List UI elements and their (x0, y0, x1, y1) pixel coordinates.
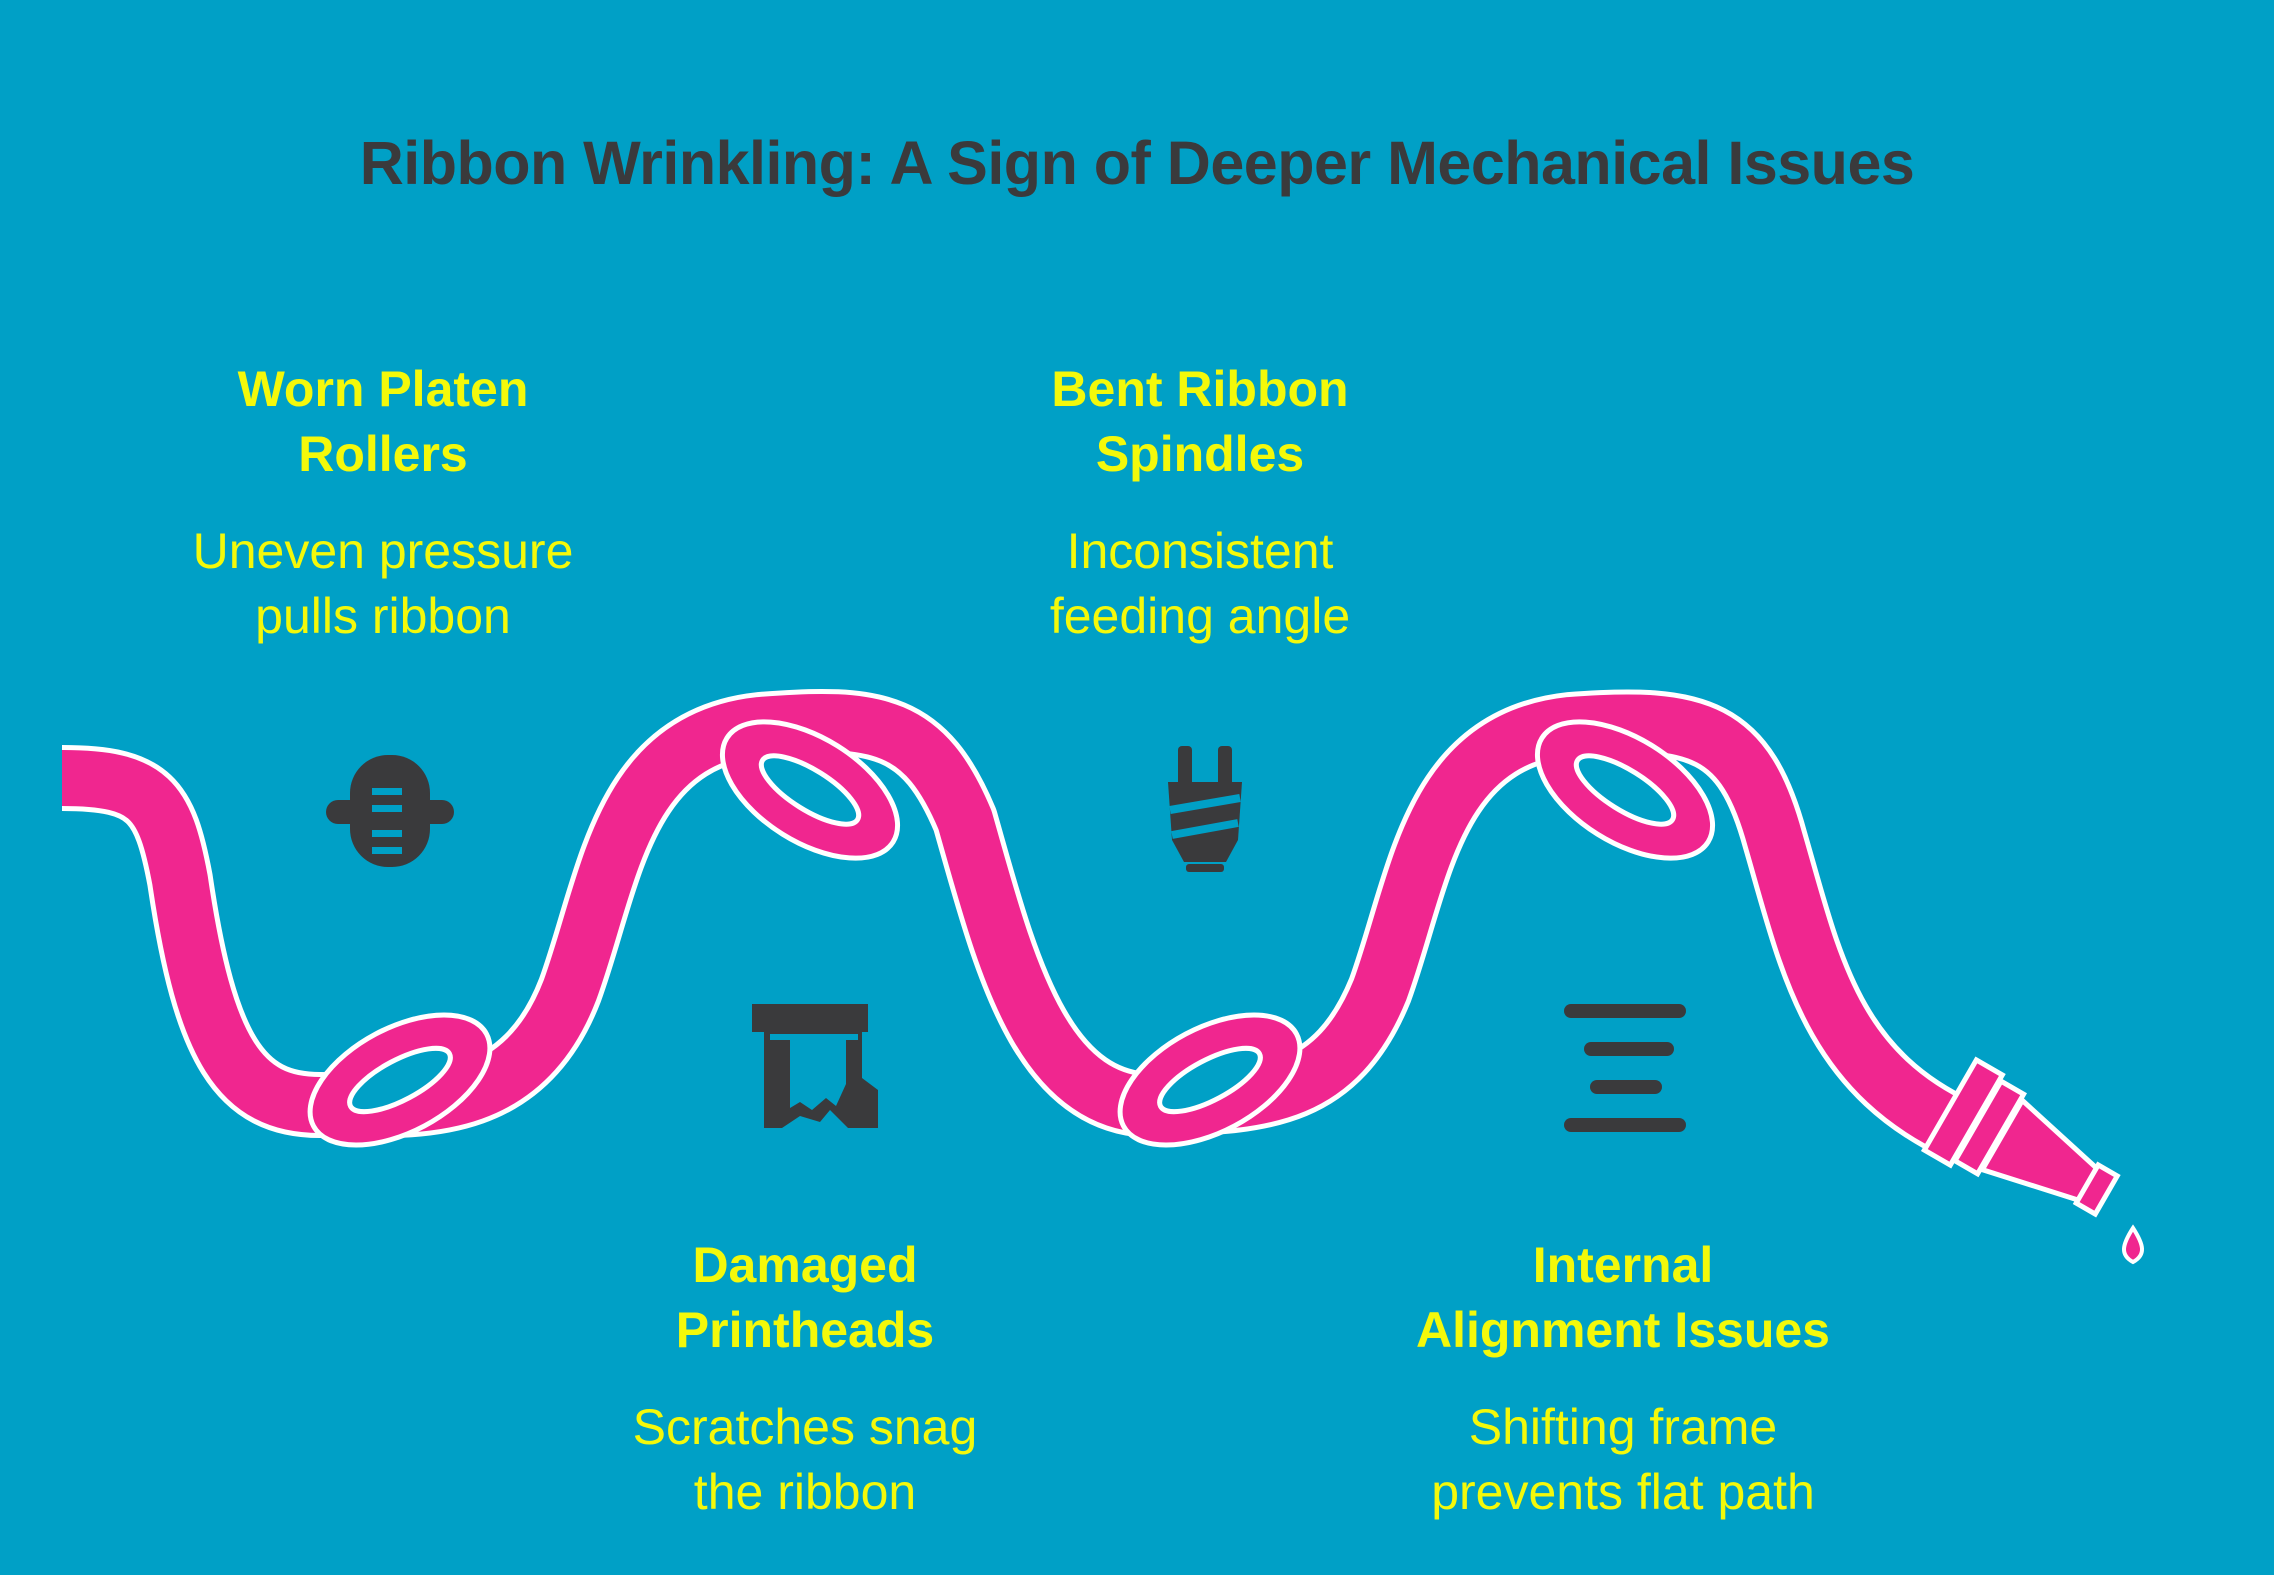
ribbon-knot (307, 1012, 493, 1148)
label-worn-platen-rollers: Worn Platen Rollers Uneven pressure pull… (103, 357, 663, 649)
label-bent-ribbon-spindles: Bent Ribbon Spindles Inconsistent feedin… (920, 357, 1480, 649)
alignment-icon (1564, 1004, 1686, 1132)
label-description: Inconsistent feeding angle (1049, 523, 1351, 644)
ribbon-knot (1534, 719, 1716, 861)
page-title: Ribbon Wrinkling: A Sign of Deeper Mecha… (359, 129, 1915, 197)
spindle-icon (1168, 746, 1242, 872)
label-description: Scratches snag the ribbon (632, 1399, 978, 1520)
label-internal-alignment-issues: Internal Alignment Issues Shifting frame… (1343, 1233, 1903, 1525)
ribbon-knot (1117, 1012, 1303, 1148)
damaged-printhead-icon (752, 1004, 878, 1128)
label-heading: Bent Ribbon Spindles (1051, 361, 1349, 482)
label-heading: Damaged Printheads (675, 1237, 935, 1358)
ribbon-knot (719, 719, 901, 861)
label-description: Shifting frame prevents flat path (1431, 1399, 1815, 1520)
roller-icon (326, 755, 454, 867)
nozzle (1920, 1056, 2121, 1218)
label-description: Uneven pressure pulls ribbon (192, 523, 574, 644)
label-heading: Internal Alignment Issues (1416, 1237, 1830, 1358)
label-heading: Worn Platen Rollers (237, 361, 529, 482)
drip (2122, 1224, 2144, 1265)
ribbon-body (61, 693, 1973, 1156)
label-damaged-printheads: Damaged Printheads Scratches snag the ri… (525, 1233, 1085, 1525)
